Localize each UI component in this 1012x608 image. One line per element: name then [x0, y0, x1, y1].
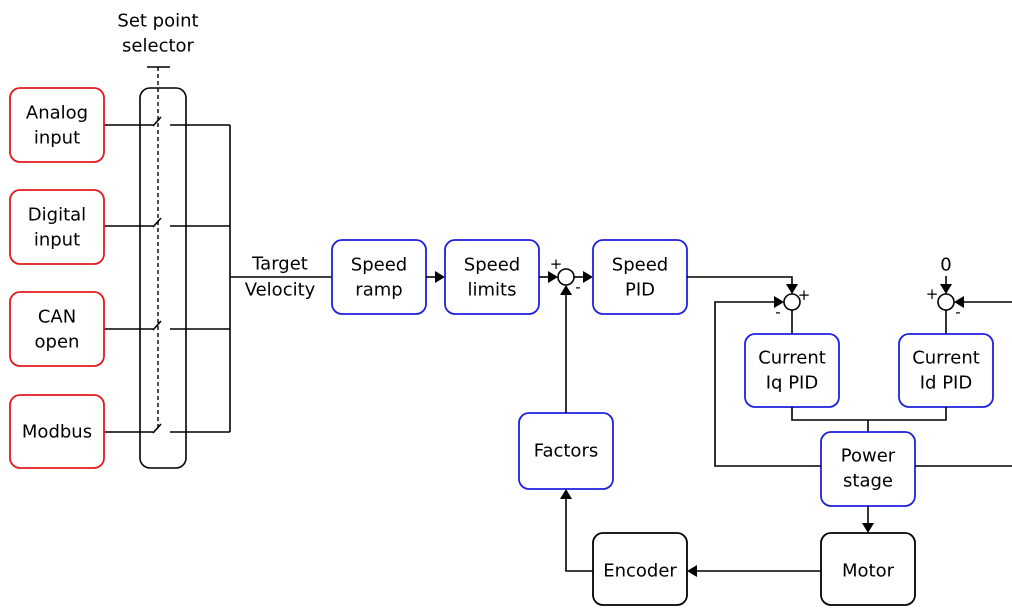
arrow-speed-feedback	[560, 285, 572, 295]
speed-sum-minus-sign: -	[575, 278, 580, 296]
power-stage-line2: stage	[843, 471, 893, 492]
target-velocity-label-line2: Velocity	[245, 280, 316, 301]
input-digital-line1: Digital	[28, 205, 86, 226]
motor-label: Motor	[842, 561, 895, 582]
current-iq-line2: Iq PID	[766, 373, 818, 394]
speed-sum-plus-sign: +	[550, 255, 563, 273]
speed-pid-line2: PID	[625, 280, 655, 301]
arrow-id-feedback	[954, 296, 964, 308]
current-iq-line1: Current	[758, 348, 826, 369]
current-id-line1: Current	[912, 348, 980, 369]
input-analog: Analog input	[9, 87, 105, 163]
encoder-block: Encoder	[592, 532, 688, 606]
selector-title-line2: selector	[122, 36, 194, 57]
power-stage-line1: Power	[841, 446, 896, 467]
id-sum-plus-sign: +	[926, 285, 939, 303]
speed-limits-block: Speed limits	[444, 239, 540, 315]
selector-housing	[139, 87, 187, 469]
input-modbus-label: Modbus	[22, 422, 92, 443]
speed-pid-output-line	[687, 276, 793, 286]
speed-limits-line1: Speed	[464, 255, 520, 276]
encoder-to-factors-line	[565, 499, 593, 572]
iq-feedback-line	[714, 301, 821, 467]
input-can-line2: open	[35, 332, 80, 353]
arrow-to-iq-sum	[786, 284, 798, 294]
arrow-iq-feedback	[774, 296, 784, 308]
target-velocity-label-line1: Target	[251, 254, 308, 275]
current-id-line2: Id PID	[920, 373, 972, 394]
selector-title-line1: Set point	[117, 11, 198, 32]
arrow-ramp-to-limits	[435, 271, 445, 283]
input-digital-line2: input	[34, 230, 80, 251]
switch-digital	[152, 217, 162, 228]
factors-block: Factors	[518, 412, 614, 490]
speed-limits-line2: limits	[468, 280, 517, 301]
switch-modbus	[152, 423, 162, 434]
motor-block: Motor	[820, 532, 916, 606]
id-setpoint-zero: 0	[940, 255, 951, 276]
speed-ramp-line1: Speed	[351, 255, 407, 276]
arrow-encoder-to-factors	[560, 489, 572, 499]
factors-label: Factors	[534, 441, 598, 462]
input-can-open: CAN open	[9, 291, 105, 367]
id-sum-minus-sign: -	[955, 303, 960, 321]
input-analog-line2: input	[34, 128, 80, 149]
arrow-zero-to-id-sum	[940, 284, 952, 294]
switch-analog	[152, 116, 162, 127]
input-can-line1: CAN	[38, 307, 76, 328]
iq-sum-minus-sign: -	[775, 303, 780, 321]
speed-ramp-block: Speed ramp	[331, 239, 427, 315]
arrow-power-to-motor	[862, 523, 874, 533]
set-point-selector: Set point selector	[104, 11, 231, 469]
arrow-sum-to-speed-pid	[583, 271, 593, 283]
input-digital: Digital input	[9, 189, 105, 265]
speed-summing-junction: + -	[550, 255, 581, 296]
speed-pid-block: Speed PID	[592, 239, 688, 315]
speed-ramp-line2: ramp	[355, 280, 402, 301]
arrow-limits-to-sum	[548, 271, 558, 283]
speed-pid-line1: Speed	[612, 255, 668, 276]
arrow-motor-to-encoder	[687, 565, 697, 577]
switch-can	[152, 320, 162, 331]
input-analog-line1: Analog	[26, 103, 88, 124]
pid-outputs-merge	[791, 407, 947, 421]
iq-sum-plus-sign: +	[798, 286, 811, 304]
current-id-pid-block: Current Id PID	[898, 333, 994, 408]
id-summing-junction: + -	[926, 285, 961, 321]
current-iq-pid-block: Current Iq PID	[744, 333, 840, 408]
encoder-label: Encoder	[603, 561, 677, 582]
input-modbus: Modbus	[9, 394, 105, 469]
power-stage-block: Power stage	[820, 431, 916, 507]
